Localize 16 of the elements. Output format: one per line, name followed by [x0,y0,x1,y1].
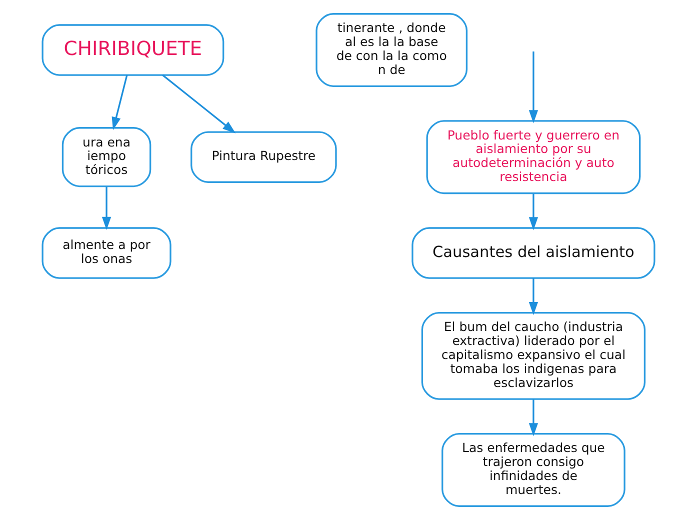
arrow [528,51,538,124]
node-box: Pintura Rupestre [190,131,336,183]
arrow [528,194,538,230]
arrow [162,74,236,134]
arrow [101,186,111,230]
arrow [528,278,538,316]
node-box: Causantes del aislamiento [411,227,655,279]
node-box: El bum del caucho (industria extractiva) liderado por el capitalismo expansivo el cual tomaba los indigenas para esclavizarlos [420,312,646,400]
node-box: CHIRIBIQUETE [41,24,224,76]
node-box: Pueblo fuerte y guerrero en aislamiento por su autodeterminación y auto resistencia [426,120,640,194]
node-box: Las enfermedades que trajeron consigo infinidades de muertes. [441,433,625,507]
arrow [528,399,538,436]
arrow [111,74,128,130]
node-box: ura ena iempo tóricos [61,127,151,188]
node-box: tinerante , donde al es la la base de con la la como n de [315,13,468,87]
node-box: almente a por los onas [41,227,171,279]
